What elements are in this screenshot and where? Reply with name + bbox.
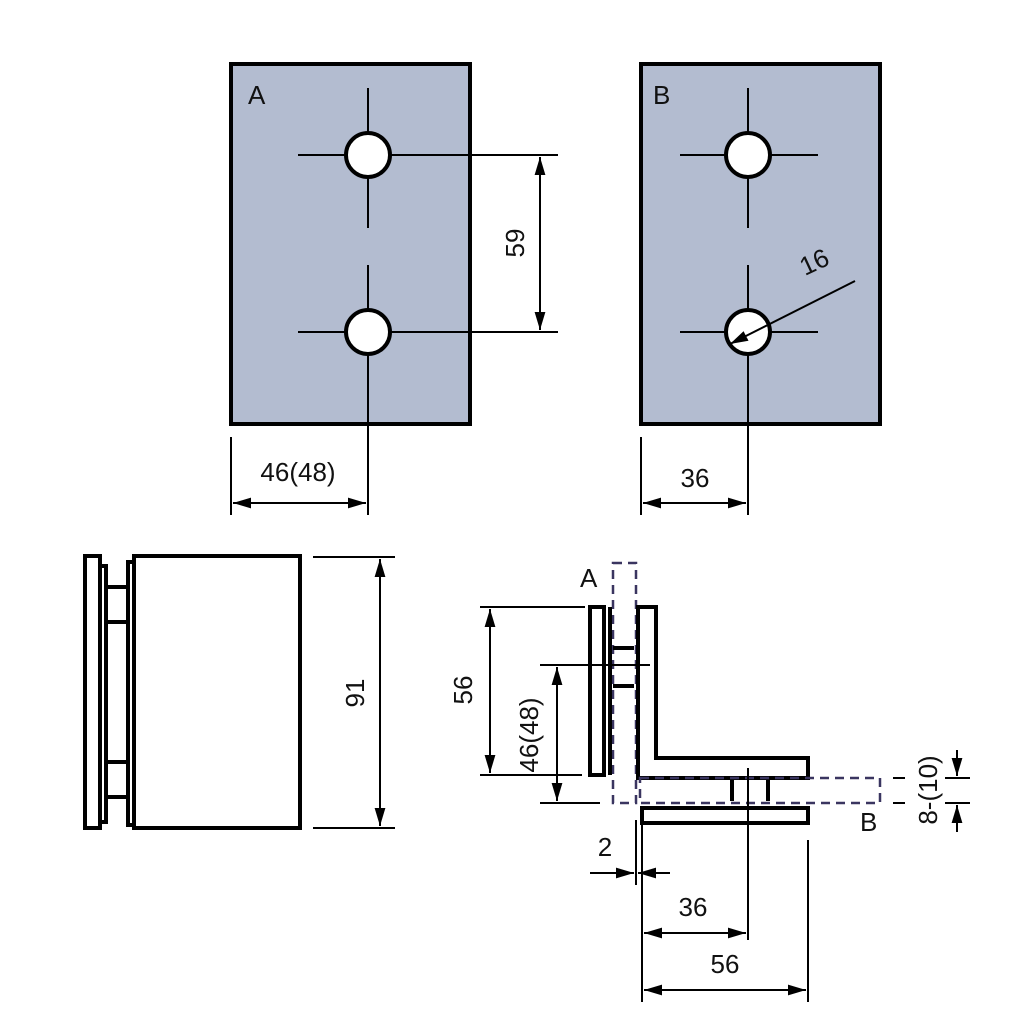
dim-glass-thickness: 8-(10) (913, 755, 943, 824)
plate-b (639, 62, 882, 426)
dim-b-hole-offset: 36 (681, 463, 710, 493)
dim-hole-spacing: 59 (500, 229, 530, 258)
plate-b-label: B (653, 80, 670, 110)
hole-lower (724, 308, 772, 356)
dim-width: 56 (711, 949, 740, 979)
glass-a-outline (611, 561, 638, 805)
hole-upper (724, 131, 772, 179)
dim-hole-offset: 36 (679, 892, 708, 922)
dim-hole-height: 46(48) (514, 697, 544, 772)
dim-height: 91 (340, 679, 370, 708)
dim-gap: 2 (598, 832, 612, 862)
plate-a-view: A 59 46(48) (229, 62, 558, 515)
plate-a (229, 62, 472, 426)
plate-b-view: B 16 36 (639, 62, 882, 515)
l-bracket (636, 605, 810, 780)
plate-a-label: A (248, 80, 266, 110)
section-view: A B 56 46(48) 8-(10) 2 36 (448, 561, 970, 1002)
dim-height: 56 (448, 676, 478, 705)
glass-a-label: A (580, 563, 598, 593)
hole-lower (344, 308, 392, 356)
hole-upper (344, 131, 392, 179)
side-view: 91 (83, 554, 395, 830)
dim-a-hole-offset: 46(48) (260, 457, 335, 487)
glass-b-outline (638, 776, 882, 805)
glass-b-label: B (860, 807, 877, 837)
